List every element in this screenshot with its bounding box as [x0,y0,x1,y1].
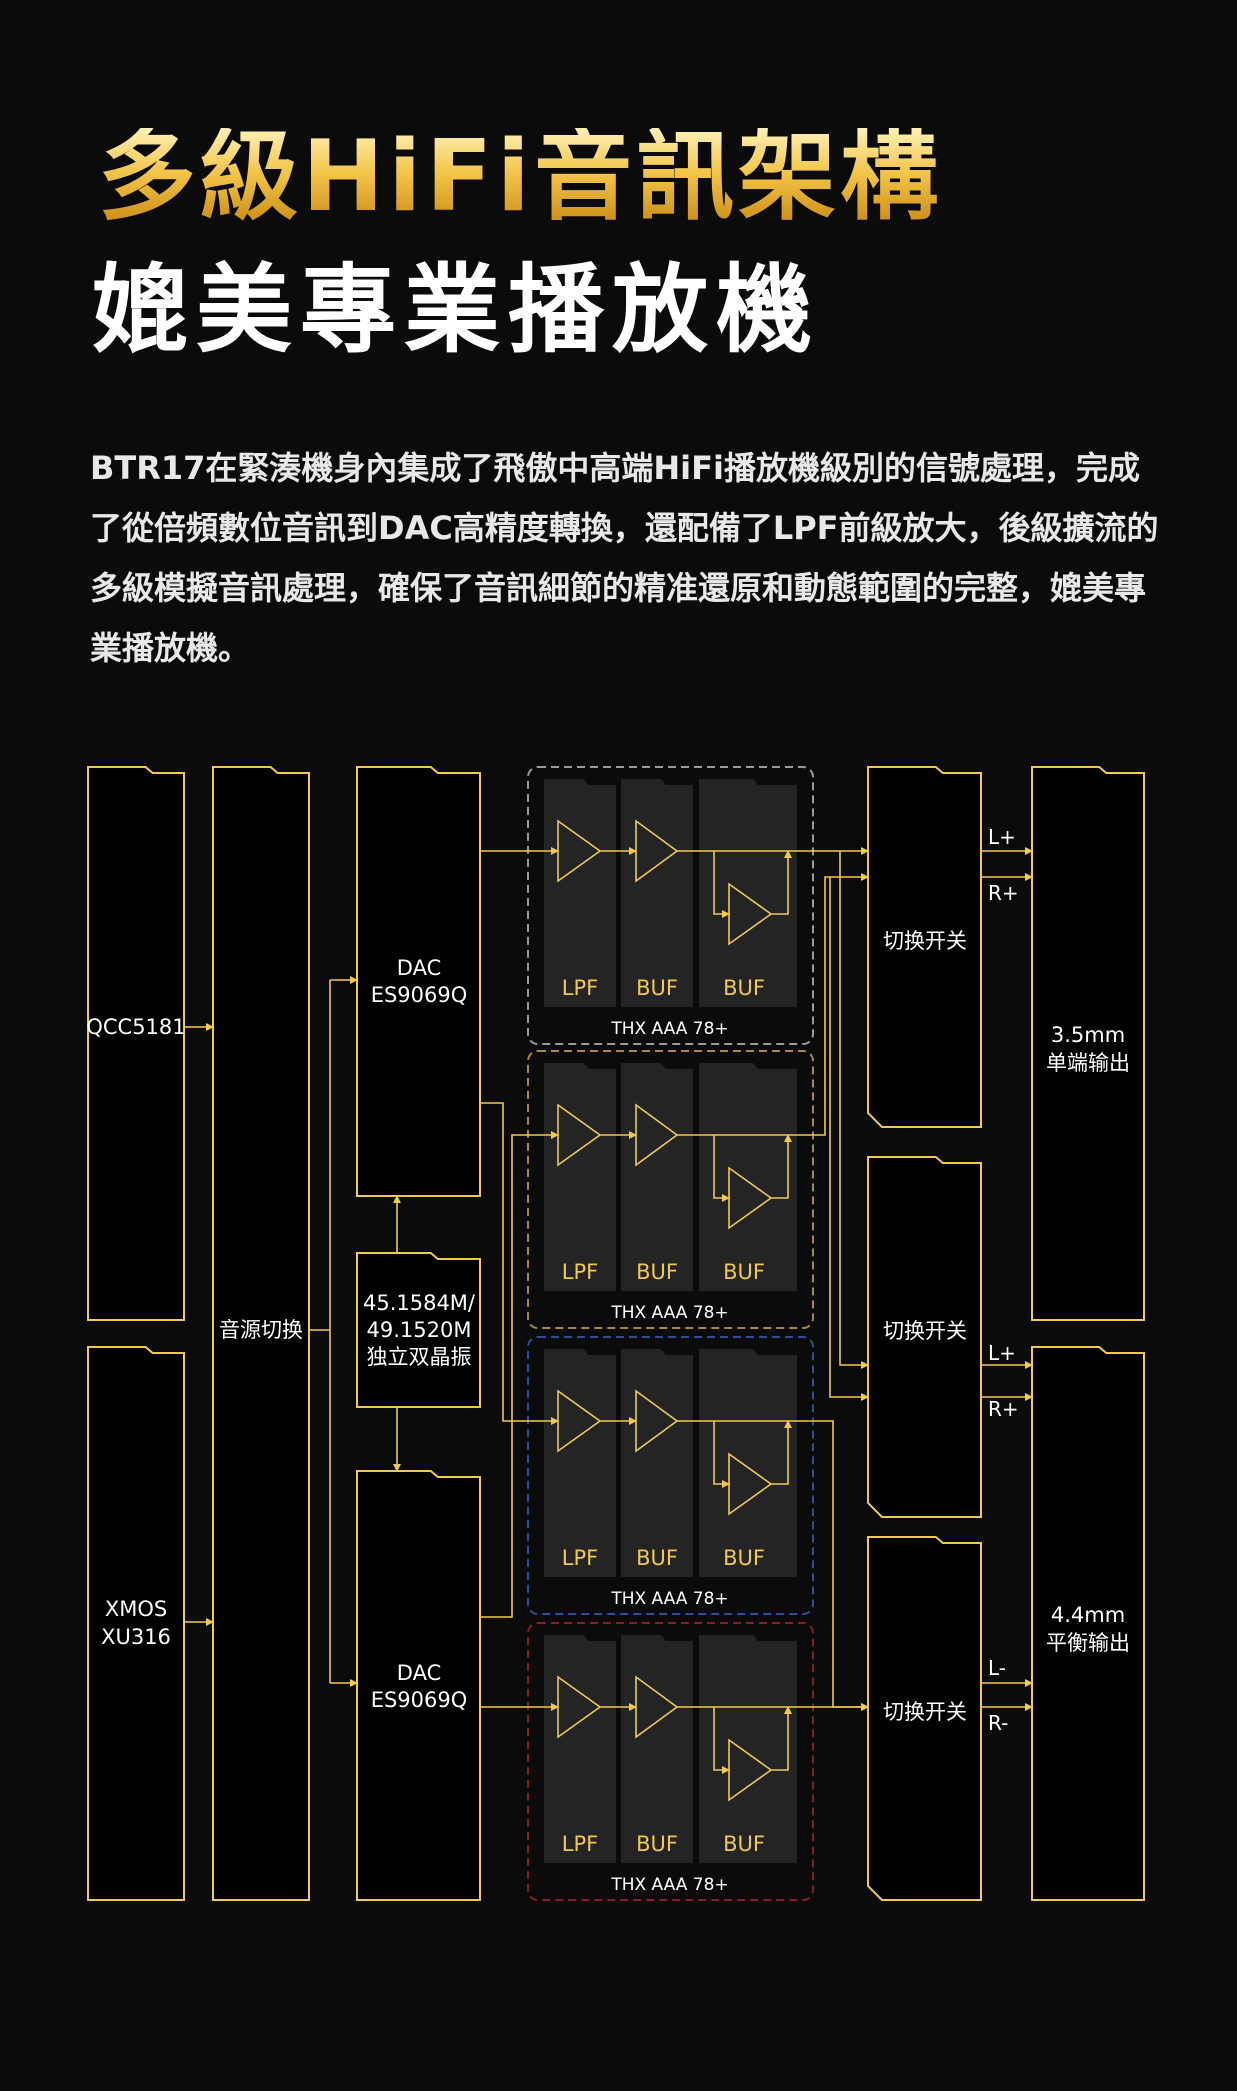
switch1-block [867,766,982,1128]
qcc5181-label: QCC5181 [86,1015,185,1039]
amp-group-label: THX AAA 78+ [610,1589,728,1609]
signal-line [771,850,792,915]
signal-r-minus: R- [988,1711,1008,1735]
amp-group-border [527,1050,814,1329]
output-44mm-block [1031,1346,1145,1901]
amp-stage-column [699,1063,797,1291]
amp-stage-label: BUF [636,1546,678,1570]
amp-stage-label: LPF [562,1832,598,1856]
amp-stage-column [621,779,693,1007]
amp-stage-column [699,1635,797,1863]
signal-l-plus-2: L+ [988,1341,1016,1365]
source-switch-block [212,766,310,1901]
amp-stage-label: LPF [562,1260,598,1284]
amp-group-label: THX AAA 78+ [610,1303,728,1323]
signal-line [677,873,869,1136]
crystal-freq1: 45.1584M/ [363,1291,476,1315]
switch2-block [867,1156,982,1518]
amp-stage-label: LPF [562,976,598,1000]
dac1-label: DAC [397,956,441,980]
amp-stage-column [544,1635,616,1863]
switch1-label: 切换开关 [883,929,967,953]
dac2-label: DAC [397,1661,441,1685]
amp-stage-label: BUF [636,1832,678,1856]
switch3-label: 切换开关 [883,1700,967,1724]
amp-group-border [527,1622,814,1901]
title-line1: 多級HiFi音訊架構 [98,120,943,234]
switch3-block [867,1536,982,1901]
signal-line [839,851,869,1369]
switch2-label: 切换开关 [883,1319,967,1343]
crystal-label: 独立双晶振 [367,1345,472,1369]
signal-line [713,851,730,918]
signal-line [771,1420,792,1485]
signal-line [771,1706,792,1771]
xmos-block [87,1346,185,1901]
amp-stage-column [544,1063,616,1291]
signal-r-plus-1: R+ [988,881,1019,905]
signal-l-minus: L- [988,1656,1006,1680]
signal-line [829,877,869,1401]
amp-stage-column [544,779,616,1007]
amp-group-label: THX AAA 78+ [610,1875,728,1895]
crystal-block [356,1252,481,1408]
amp-stage-column [699,1349,797,1577]
amp-stage-column [621,1349,693,1577]
signal-line [480,1102,559,1425]
out35-desc: 单端输出 [1046,1051,1130,1075]
amp-stage-column [699,779,797,1007]
out35-label: 3.5mm [1051,1023,1125,1047]
dac2-model: ES9069Q [371,1688,468,1712]
amp-stage-label: BUF [723,1260,765,1284]
signal-r-plus-2: R+ [988,1397,1019,1421]
amp-stage-column [621,1635,693,1863]
signal-l-plus-1: L+ [988,825,1016,849]
amp-group-border [527,766,814,1045]
dac2-block [356,1470,481,1901]
out44-label: 4.4mm [1051,1603,1125,1627]
amp-stage-label: LPF [562,1546,598,1570]
amp-stage-column [544,1349,616,1577]
amp-stage-label: BUF [636,1260,678,1284]
signal-line [771,1134,792,1199]
signal-line [713,1707,730,1774]
signal-line [713,1421,730,1488]
amp-stage-label: BUF [723,1546,765,1570]
title-line2: 媲美專業播放機 [92,254,820,366]
dac1-model: ES9069Q [371,983,468,1007]
description: BTR17在緊湊機身內集成了飛傲中高端HiFi播放機級別的信號處理，完成了從倍頻… [90,449,1159,667]
out44-desc: 平衡输出 [1046,1631,1130,1655]
signal-line [713,1135,730,1202]
crystal-freq2: 49.1520M [367,1318,472,1342]
amp-stage-column [621,1063,693,1291]
amp-stage-label: BUF [636,976,678,1000]
dac1-block [356,766,481,1197]
signal-line [480,1131,559,1618]
amp-group-label: THX AAA 78+ [610,1019,728,1039]
amp-stage-label: BUF [723,1832,765,1856]
source-switch-label: 音源切换 [219,1318,303,1342]
qcc5181-block [87,766,185,1321]
output-35mm-block [1031,766,1145,1321]
amp-group-border [527,1336,814,1615]
amp-stage-label: BUF [723,976,765,1000]
xu316-label: XU316 [101,1625,171,1649]
xmos-label: XMOS [105,1597,167,1621]
